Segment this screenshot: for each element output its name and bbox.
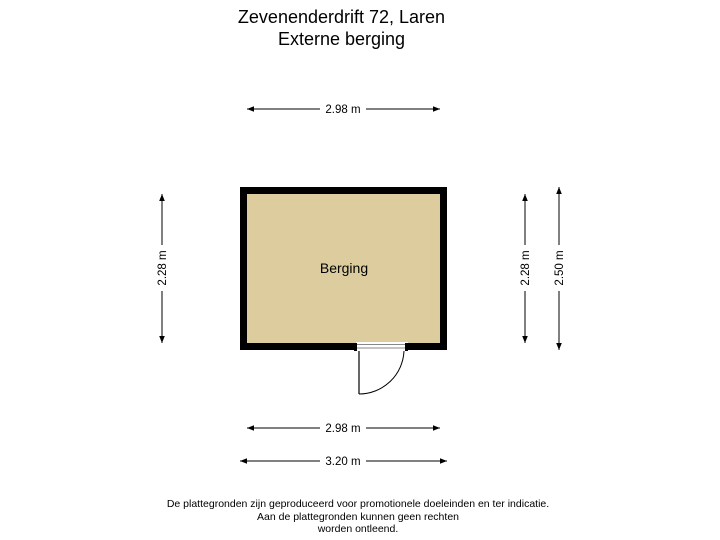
- disclaimer: De plattegronden zijn geproduceerd voor …: [0, 498, 716, 536]
- room-label: Berging: [320, 260, 368, 276]
- floor-title: Externe berging: [277, 29, 406, 49]
- address-title: Zevenenderdrift 72, Laren: [237, 7, 446, 27]
- door-jamb: [354, 343, 357, 351]
- dim-label-bg: [517, 245, 533, 291]
- dim-label-right-inner: 2.28 m: [520, 250, 532, 285]
- disclaimer-line: worden ontleend.: [317, 523, 399, 535]
- dim-label-bg: [320, 101, 366, 117]
- door-opening: [356, 342, 408, 351]
- door-jamb: [405, 343, 408, 351]
- dim-label-bg: [320, 453, 366, 469]
- dim-label-right-outer: 2.50 m: [554, 250, 566, 285]
- dim-label-bg: [320, 420, 366, 436]
- room-berging: [247, 194, 440, 343]
- door-swing-arc: [358, 350, 405, 395]
- dim-label-bg: [154, 245, 170, 291]
- dim-label-bg: [551, 245, 567, 291]
- dim-label-bottom-inner: 2.98 m: [325, 423, 360, 435]
- disclaimer-line: Aan de plattegronden kunnen geen rechten: [257, 510, 459, 523]
- dim-label-left: 2.28 m: [157, 250, 169, 285]
- disclaimer-line: De plattegronden zijn geproduceerd voor …: [166, 498, 550, 510]
- dim-label-bottom-outer: 3.20 m: [325, 456, 360, 468]
- dim-label-top: 2.98 m: [325, 104, 360, 116]
